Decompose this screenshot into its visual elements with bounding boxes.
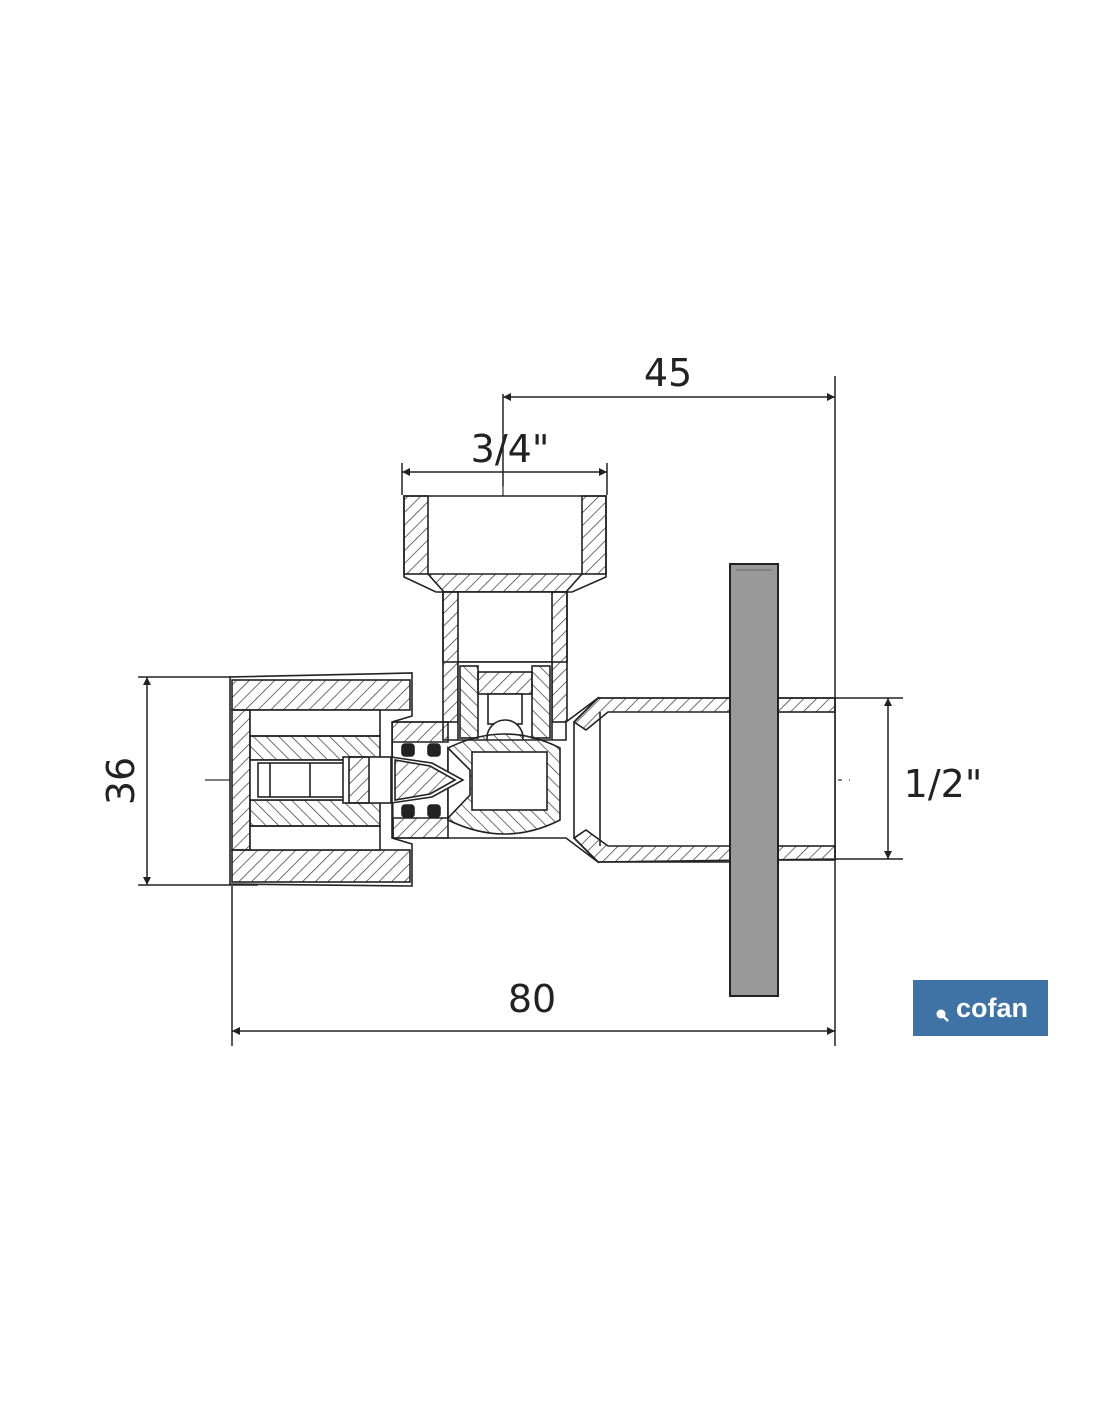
dim-text-3-4: 3/4": [471, 427, 550, 471]
cofan-logo: cofan: [913, 980, 1048, 1036]
handle-cap: [229, 672, 413, 887]
central-body: [391, 696, 599, 864]
flange-plate: [729, 563, 779, 997]
logo-icon: [936, 1009, 949, 1022]
logo-text: cofan: [956, 993, 1028, 1023]
o-rings: [401, 743, 441, 818]
dim-text-1-2: 1/2": [904, 762, 983, 806]
valve-body: [229, 495, 836, 997]
dim-text-80: 80: [508, 977, 556, 1021]
outlet-pipe: [572, 697, 836, 863]
top-connector: [403, 495, 607, 723]
dim-text-36: 36: [99, 757, 143, 805]
dim-text-45: 45: [644, 351, 692, 395]
